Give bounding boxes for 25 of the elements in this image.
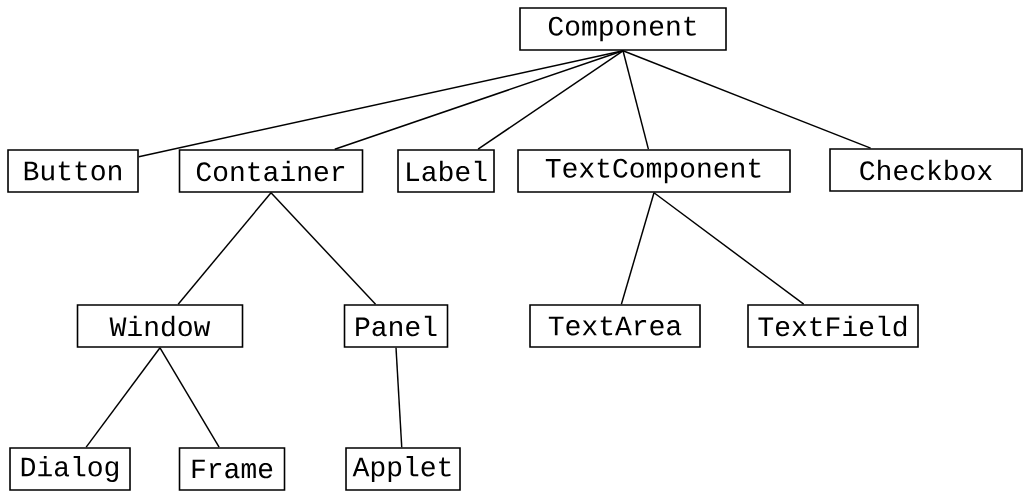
connector-line	[85, 347, 161, 448]
connector-line	[622, 50, 872, 149]
connector-line	[622, 50, 650, 150]
class-box: TextField	[747, 304, 919, 348]
class-box: Window	[76, 304, 244, 348]
class-box: TextArea	[529, 304, 701, 348]
connector-line	[270, 192, 377, 305]
connector-line	[334, 50, 624, 150]
class-box: Panel	[343, 304, 449, 348]
class-box: Checkbox	[829, 148, 1023, 192]
class-box: Component	[519, 7, 727, 51]
connector-line	[477, 50, 624, 150]
class-box: Frame	[178, 447, 286, 491]
connector-line	[395, 347, 403, 448]
class-box: Dialog	[9, 447, 131, 491]
connector-line	[159, 347, 220, 448]
class-box: Applet	[345, 447, 461, 491]
connector-line	[620, 192, 655, 305]
class-box: Label	[397, 149, 495, 193]
connector-line	[138, 50, 624, 158]
class-box: TextComponent	[517, 149, 791, 193]
connector-line	[177, 192, 272, 305]
class-box: Container	[178, 149, 364, 193]
class-box: Button	[7, 149, 139, 193]
connector-line	[653, 192, 805, 305]
